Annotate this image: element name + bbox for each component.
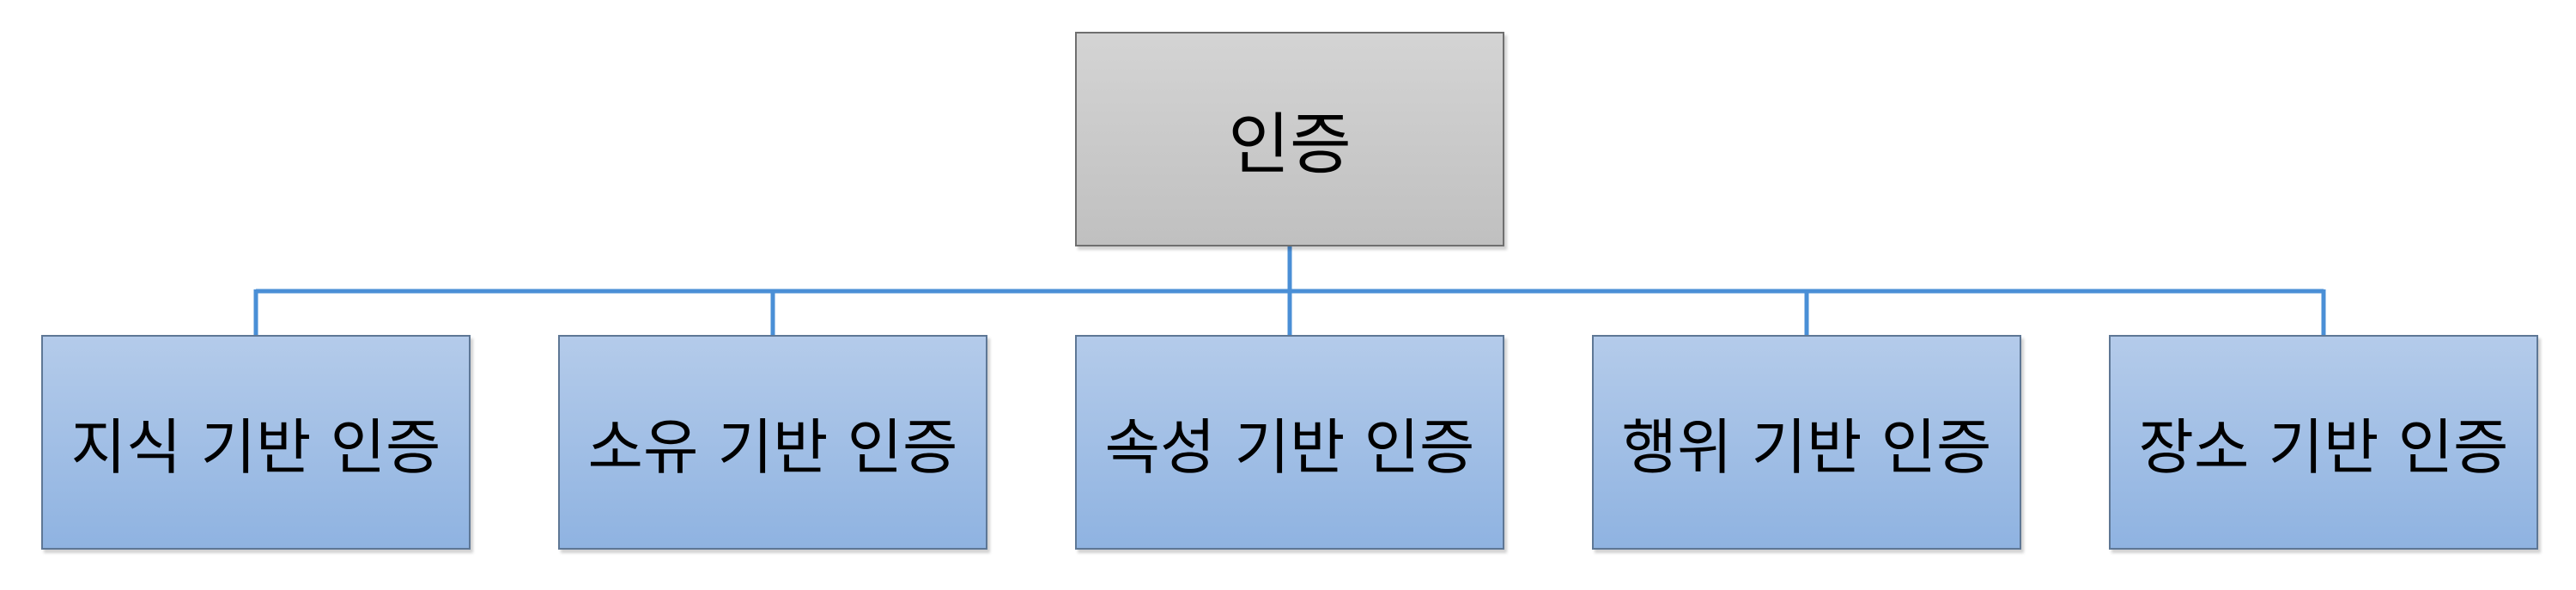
root-node-label: 인증 [1228,106,1352,184]
child-node-label: 행위 기반 인증 [1621,411,1992,483]
child-node-behavior-based: 행위 기반 인증 [1592,335,2021,550]
root-node-authentication: 인증 [1075,32,1504,246]
child-node-label: 속성 기반 인증 [1104,411,1475,483]
child-node-possession-based: 소유 기반 인증 [558,335,987,550]
child-node-knowledge-based: 지식 기반 인증 [41,335,471,550]
child-node-label: 지식 기반 인증 [70,411,441,483]
child-node-label: 장소 기반 인증 [2138,411,2509,483]
child-node-location-based: 장소 기반 인증 [2109,335,2538,550]
child-node-attribute-based: 속성 기반 인증 [1075,335,1504,550]
child-node-label: 소유 기반 인증 [587,411,958,483]
